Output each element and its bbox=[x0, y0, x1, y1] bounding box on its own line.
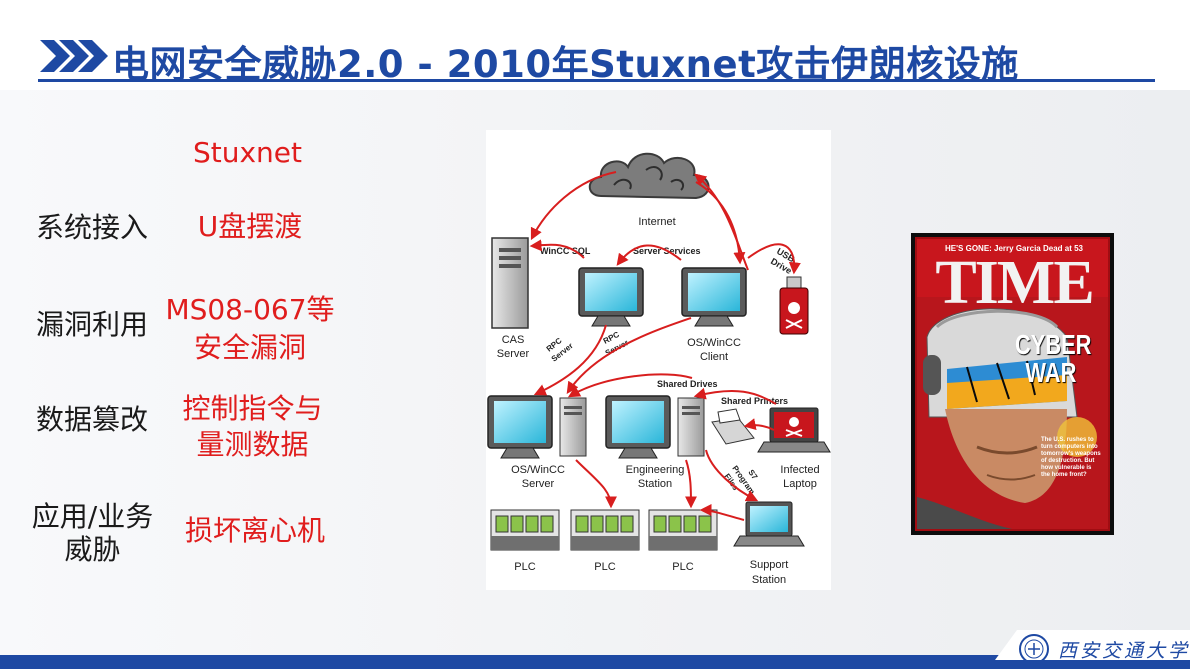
row-label-vulnerability: 漏洞利用 bbox=[35, 308, 148, 341]
label-infected-laptop-line1: Infected bbox=[780, 464, 819, 476]
cover-kicker: HE'S GONE: Jerry Garcia Dead at 53 bbox=[945, 244, 1083, 253]
cover-blurb: The U.S. rushes to turn computers into t… bbox=[1041, 437, 1101, 478]
os-wincc-client-icon bbox=[681, 267, 747, 327]
stuxnet-attack-diagram: Internet CAS Server OS/WinCC Client bbox=[486, 130, 831, 590]
monitor-icon bbox=[578, 267, 644, 327]
label-wincc-sql: WinCC SQL bbox=[540, 246, 591, 256]
infected-laptop-icon bbox=[757, 407, 831, 453]
internet-cloud-icon bbox=[588, 152, 710, 200]
cyber-soldier-illustration bbox=[917, 297, 1108, 529]
label-plc-2: PLC bbox=[594, 561, 615, 573]
plc-icon bbox=[570, 509, 640, 551]
label-internet: Internet bbox=[638, 216, 675, 228]
row-value-system-access: U盘摆渡 bbox=[197, 210, 303, 243]
slide-title: 电网安全威胁2.0 - 2010年Stuxnet攻击伊朗核设施 bbox=[112, 43, 1019, 86]
label-engineering-station-line1: Engineering bbox=[626, 464, 685, 476]
label-shared-drives: Shared Drives bbox=[657, 379, 718, 389]
cover-masthead: TIME bbox=[935, 249, 1094, 317]
row-value-business-threat: 损坏离心机 bbox=[184, 514, 325, 547]
label-os-wincc-server-line2: Server bbox=[522, 478, 555, 490]
row-label-business-threat-line2: 威胁 bbox=[64, 533, 121, 566]
label-os-wincc-client-line1: OS/WinCC bbox=[687, 337, 741, 349]
university-seal-icon bbox=[1019, 634, 1049, 664]
label-os-wincc-server-line1: OS/WinCC bbox=[511, 464, 565, 476]
row-value-vulnerability-line2: 安全漏洞 bbox=[193, 331, 306, 364]
label-plc-3: PLC bbox=[672, 561, 693, 573]
footer-bar bbox=[0, 655, 1190, 669]
row-label-system-access: 系统接入 bbox=[35, 211, 148, 244]
os-wincc-server-icon bbox=[487, 395, 587, 459]
plc-icon bbox=[490, 509, 560, 551]
label-support-station-line2: Station bbox=[752, 574, 786, 586]
chevron-bullets-icon bbox=[40, 40, 108, 72]
label-infected-laptop-line2: Laptop bbox=[783, 478, 817, 490]
cover-headline: CYBER WAR bbox=[1015, 329, 1092, 388]
label-os-wincc-client-line2: Client bbox=[700, 351, 728, 363]
label-plc-1: PLC bbox=[514, 561, 535, 573]
row-label-data-tampering: 数据篡改 bbox=[35, 403, 148, 436]
row-value-data-tampering-line1: 控制指令与 bbox=[182, 392, 323, 425]
time-magazine-cover: HE'S GONE: Jerry Garcia Dead at 53 TIME … bbox=[911, 233, 1114, 535]
university-name: 西安交通大学 bbox=[1058, 640, 1190, 662]
plc-icon bbox=[648, 509, 718, 551]
label-shared-printers: Shared Printers bbox=[721, 396, 788, 406]
support-station-laptop-icon bbox=[733, 501, 805, 547]
usb-drive-icon bbox=[779, 276, 809, 335]
label-cas-server-line1: CAS bbox=[502, 334, 525, 346]
row-label-business-threat-line1: 应用/业务 bbox=[31, 500, 154, 533]
row-value-data-tampering-line2: 量测数据 bbox=[196, 428, 309, 461]
engineering-station-icon bbox=[605, 395, 705, 459]
label-support-station-line1: Support bbox=[750, 559, 789, 571]
cas-server-icon bbox=[491, 237, 529, 329]
footer-logo-backdrop bbox=[995, 630, 1190, 660]
infection-paths bbox=[529, 171, 801, 521]
cover-inner: HE'S GONE: Jerry Garcia Dead at 53 TIME … bbox=[915, 237, 1110, 531]
title-underline bbox=[38, 79, 1155, 82]
row-value-vulnerability-line1: MS08-067等 bbox=[165, 293, 335, 326]
label-cas-server-line2: Server bbox=[497, 348, 530, 360]
label-engineering-station-line2: Station bbox=[638, 478, 672, 490]
table-header: Stuxnet bbox=[192, 136, 303, 169]
printer-icon bbox=[711, 408, 755, 445]
slide-header: 电网安全威胁2.0 - 2010年Stuxnet攻击伊朗核设施 bbox=[0, 0, 1190, 90]
